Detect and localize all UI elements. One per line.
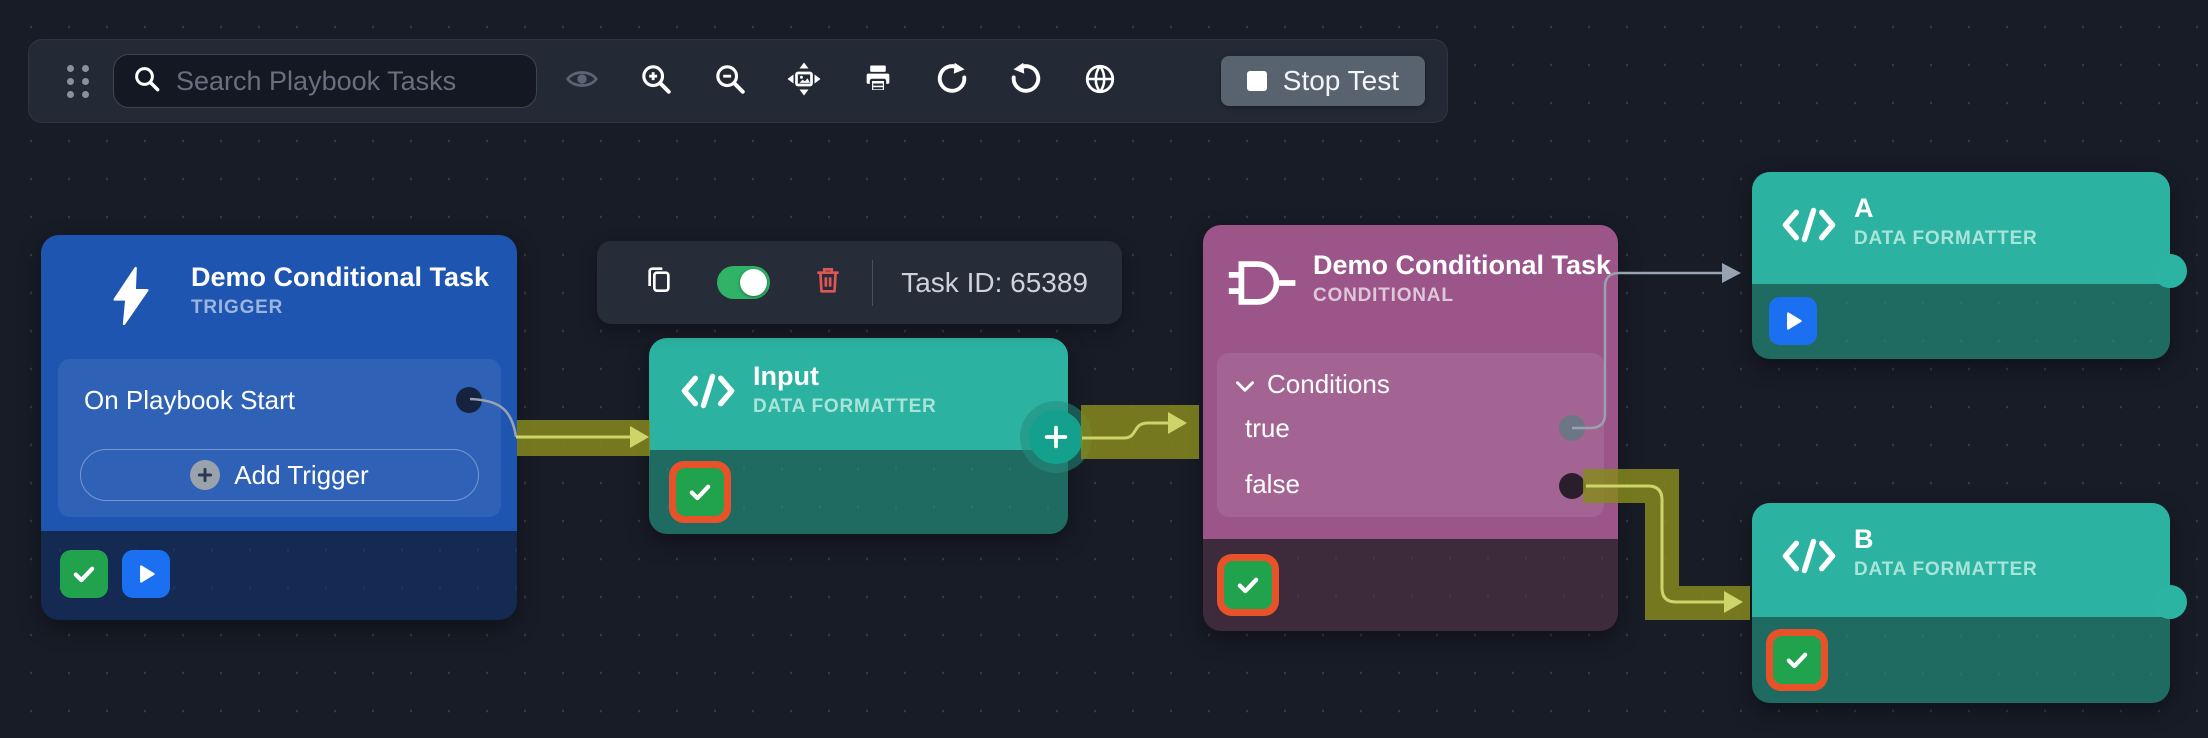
undo-button[interactable] [997,52,1055,110]
code-icon [1780,204,1838,246]
check-icon [676,468,724,516]
true-output-port[interactable] [1559,415,1585,441]
arrowhead-conditional [1168,412,1187,434]
node-conditional[interactable]: Demo Conditional Task CONDITIONAL Condit… [1203,225,1618,631]
code-icon [1780,535,1838,577]
conditional-header: Demo Conditional Task CONDITIONAL Condit… [1203,225,1618,539]
node-formatter-b[interactable]: B DATA FORMATTER [1752,503,2187,703]
check-icon [1773,636,1821,684]
fit-view-icon [786,61,822,102]
add-trigger-label: Add Trigger [234,459,369,490]
add-trigger-button[interactable]: Add Trigger [80,449,479,501]
node-a-run-button[interactable] [1769,297,1817,345]
stop-test-label: Stop Test [1282,65,1399,96]
task-enabled-toggle[interactable] [717,266,770,299]
trigger-footer [41,531,517,620]
visibility-button[interactable] [553,52,611,110]
task-action-bar: Task ID: 65389 [597,241,1122,324]
delete-task-button[interactable] [812,264,844,301]
branch-true-label: true [1245,413,1290,443]
node-b-output-port[interactable] [2153,585,2187,619]
check-icon [1224,561,1272,609]
input-footer [649,450,1068,534]
node-input-formatter[interactable]: Input DATA FORMATTER [649,338,1083,534]
conditional-type-label: CONDITIONAL [1313,285,1454,306]
conditional-footer [1203,539,1618,631]
node-a-footer [1752,284,2170,359]
input-type-label: DATA FORMATTER [753,396,937,417]
editor-toolbar: Stop Test [28,39,1448,123]
node-b-success-badge-selected[interactable] [1766,629,1828,691]
node-formatter-a[interactable]: A DATA FORMATTER [1752,172,2187,359]
conditions-collapse-toggle[interactable]: Conditions [1235,369,1390,400]
node-a-type-label: DATA FORMATTER [1854,228,2038,249]
code-icon [679,370,737,412]
input-title: Input [753,361,819,391]
logic-gate-icon [1227,259,1299,307]
node-b-header: B DATA FORMATTER [1752,503,2170,617]
trigger-header: Demo Conditional Task TRIGGER On Playboo… [41,235,517,531]
input-output-port-add-button[interactable] [1029,410,1083,464]
node-a-output-port[interactable] [2153,254,2187,288]
trigger-type-label: TRIGGER [191,297,284,318]
taskbar-divider [871,259,874,306]
stop-test-button[interactable]: Stop Test [1220,56,1425,106]
false-output-port[interactable] [1559,473,1585,499]
conditions-panel: Conditions true false [1217,353,1604,517]
redo-icon [934,61,970,102]
trigger-title: Demo Conditional Task [191,262,490,292]
node-b-footer [1752,617,2170,703]
search-input[interactable] [174,64,532,98]
undo-icon [1008,61,1044,102]
fit-view-button[interactable] [775,52,833,110]
redo-button[interactable] [923,52,981,110]
globe-icon [1083,62,1117,101]
print-icon [861,62,895,101]
globe-button[interactable] [1071,52,1129,110]
zoom-in-icon [639,62,673,101]
print-button[interactable] [849,52,907,110]
drag-handle[interactable] [67,64,89,98]
plus-circle-icon [190,460,221,490]
conditional-title: Demo Conditional Task [1313,250,1612,280]
input-header: Input DATA FORMATTER [649,338,1068,450]
conditional-success-badge-selected[interactable] [1217,554,1279,616]
node-b-title: B [1854,524,1874,554]
arrowhead-input [630,426,649,448]
copy-task-button[interactable] [643,264,675,301]
task-id-label: Task ID: 65389 [901,266,1088,298]
search-icon [132,64,162,99]
arrowhead-b [1724,591,1743,613]
conditions-label: Conditions [1267,369,1390,399]
trash-icon [812,264,844,301]
trigger-event-label: On Playbook Start [84,385,295,415]
zoom-in-button[interactable] [627,52,685,110]
eye-icon [564,61,600,102]
arrowhead-a [1722,263,1741,283]
zoom-out-button[interactable] [701,52,759,110]
copy-icon [643,264,675,301]
node-a-title: A [1854,193,1874,223]
node-trigger[interactable]: Demo Conditional Task TRIGGER On Playboo… [41,235,517,620]
chevron-down-icon [1235,369,1255,400]
trigger-output-port[interactable] [456,387,482,413]
node-b-type-label: DATA FORMATTER [1854,559,2038,580]
flow-input-to-conditional [1082,421,1168,440]
branch-false-label: false [1245,469,1300,499]
input-success-badge-selected[interactable] [669,461,731,523]
lightning-icon [103,265,159,327]
zoom-out-icon [713,62,747,101]
search-box[interactable] [113,54,537,108]
trigger-success-badge[interactable] [60,550,108,598]
node-a-header: A DATA FORMATTER [1752,172,2170,284]
stop-icon [1246,71,1267,91]
trigger-run-button[interactable] [122,550,170,598]
trigger-events-panel: On Playbook Start Add Trigger [58,359,501,517]
toggle-knob [739,269,767,296]
